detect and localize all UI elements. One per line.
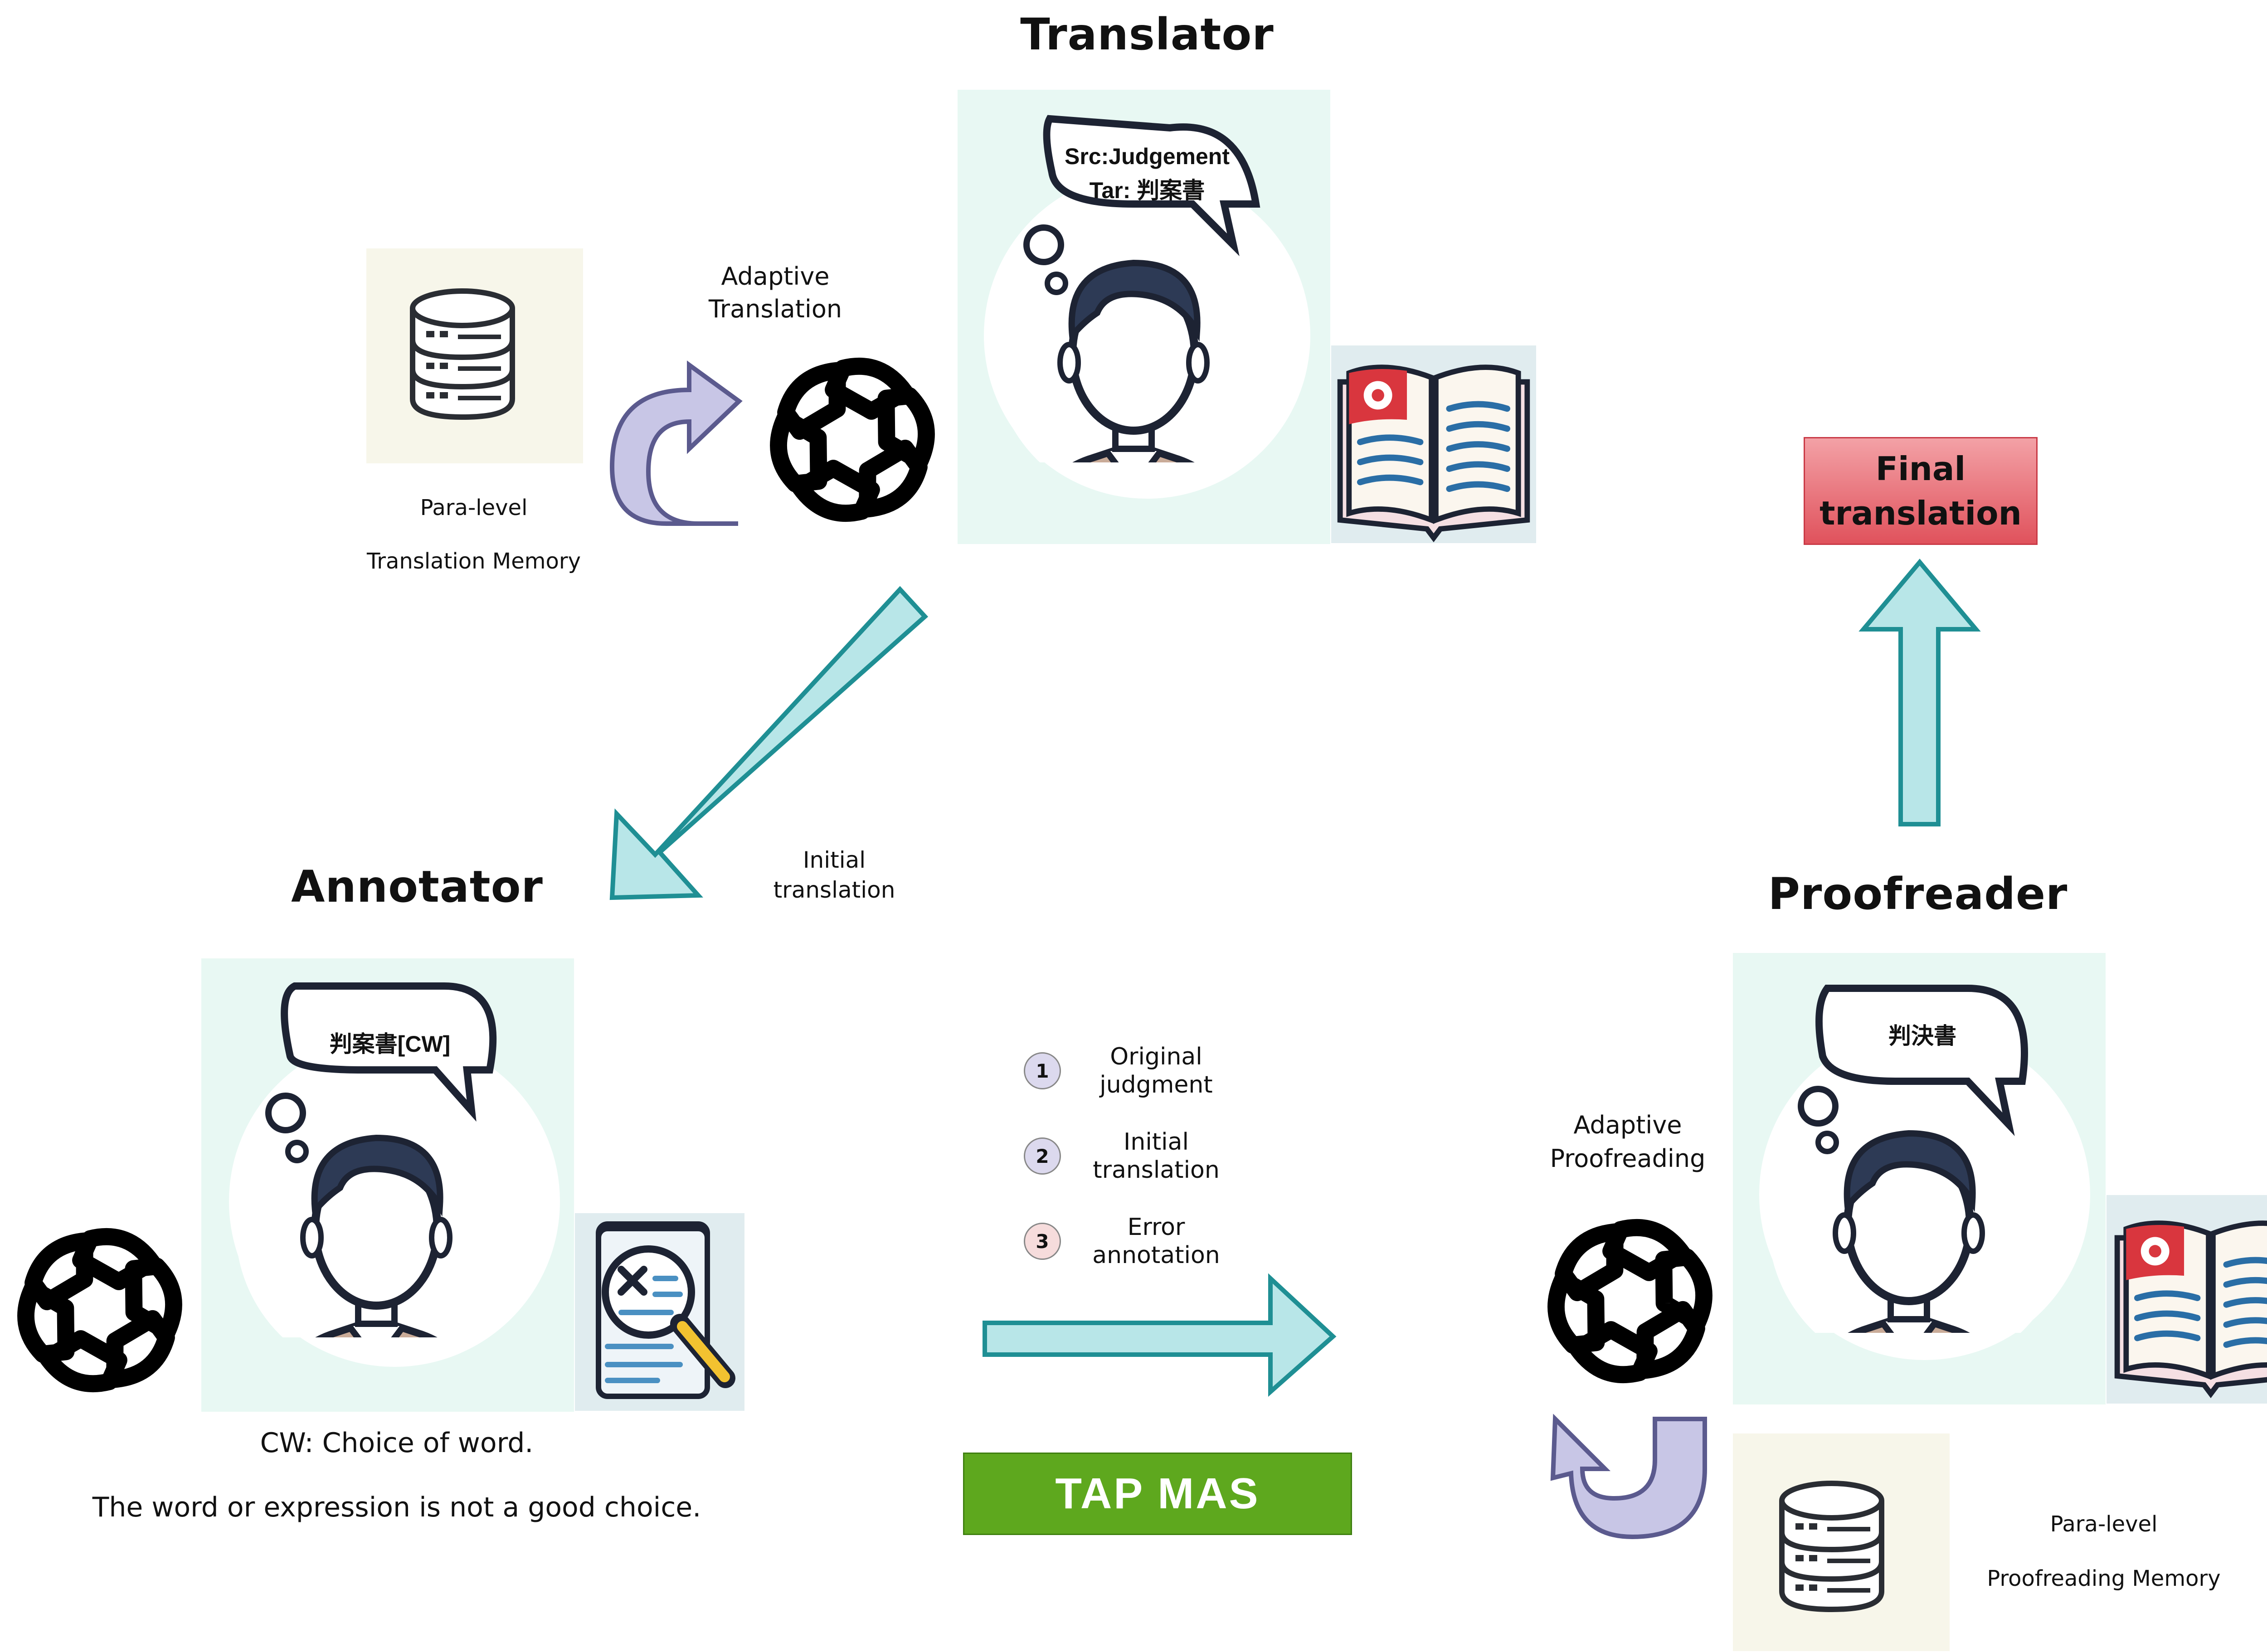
adaptive-translation-label-2: Translation bbox=[708, 295, 842, 323]
translator-panel bbox=[958, 90, 1330, 544]
book-icon bbox=[2106, 1195, 2267, 1404]
legend-item-initial-translation: 2 Initial translation bbox=[1024, 1128, 1224, 1184]
cw-description: The word or expression is not a good cho… bbox=[92, 1492, 701, 1523]
openai-logo-icon bbox=[763, 358, 942, 522]
legend-label-line-1: Original bbox=[1110, 1043, 1202, 1070]
cw-definition: CW: Choice of word. bbox=[260, 1427, 534, 1459]
arrow-to-proofreader bbox=[983, 1273, 1337, 1397]
adaptive-proofreading-loop-arrow bbox=[1550, 1414, 1707, 1540]
legend-item-error-annotation: 3 Error annotation bbox=[1024, 1213, 1224, 1269]
adaptive-translation-loop-arrow bbox=[609, 360, 743, 526]
proofreader-bubble-text: 判決書 bbox=[1888, 1023, 1956, 1049]
tap-mas-label: TAP MAS bbox=[963, 1453, 1352, 1535]
legend-label-line-1: Initial bbox=[1124, 1128, 1189, 1156]
annotator-bubble-text: 判案書[CW] bbox=[329, 1031, 451, 1057]
annotator-panel bbox=[201, 958, 574, 1412]
legend-label-line-1: Error bbox=[1127, 1214, 1185, 1241]
adaptive-proofreading-label-1: Adaptive bbox=[1573, 1111, 1682, 1139]
openai-logo-icon bbox=[1540, 1219, 1720, 1383]
legend-number-badge: 1 bbox=[1024, 1052, 1061, 1089]
translator-bubble-target: Tar: 判案書 bbox=[1089, 178, 1205, 203]
translator-bubble-source: Src:Judgement bbox=[1065, 144, 1230, 169]
annotator-title: Annotator bbox=[291, 861, 543, 912]
translation-memory-label-2: Translation Memory bbox=[366, 549, 581, 574]
adaptive-proofreading-label-2: Proofreading bbox=[1550, 1144, 1706, 1173]
legend-number-badge: 3 bbox=[1024, 1223, 1061, 1260]
initial-translation-label-2: translation bbox=[773, 877, 895, 903]
adaptive-translation-label-1: Adaptive bbox=[721, 262, 830, 291]
proofreading-memory-label-2: Proofreading Memory bbox=[1987, 1566, 2221, 1591]
final-translation-box: Final translation bbox=[1804, 437, 2038, 545]
arrow-to-final-translation bbox=[1858, 559, 1981, 826]
final-translation-line-1: Final bbox=[1875, 450, 1966, 488]
proofreading-memory-database-icon bbox=[1733, 1433, 1950, 1651]
translation-memory-database-icon bbox=[366, 248, 583, 463]
arrow-translator-to-annotator bbox=[609, 586, 929, 900]
magnifier-document-icon bbox=[575, 1213, 744, 1411]
proofreading-memory-label-1: Para-level bbox=[2050, 1511, 2158, 1537]
translator-title: Translator bbox=[1020, 9, 1274, 60]
openai-logo-icon bbox=[10, 1228, 190, 1392]
legend-number-badge: 2 bbox=[1024, 1137, 1061, 1175]
legend-label-line-2: judgment bbox=[1099, 1071, 1213, 1098]
legend-label-line-2: translation bbox=[1093, 1156, 1220, 1184]
initial-translation-label-1: Initial bbox=[803, 847, 866, 873]
book-icon bbox=[1331, 345, 1536, 543]
proofreader-title: Proofreader bbox=[1768, 869, 2068, 919]
proofreader-panel bbox=[1733, 953, 2106, 1404]
final-translation-line-2: translation bbox=[1819, 494, 2022, 532]
legend-item-original-judgment: 1 Original judgment bbox=[1024, 1043, 1224, 1099]
legend-label-line-2: annotation bbox=[1092, 1242, 1220, 1269]
translation-memory-label-1: Para-level bbox=[420, 495, 528, 520]
